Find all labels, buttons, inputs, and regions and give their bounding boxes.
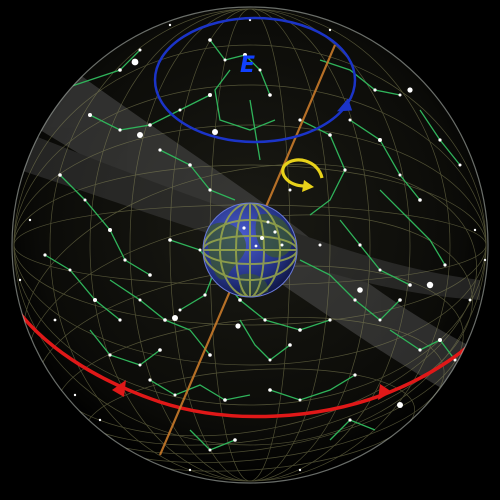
stars-foreground [242, 220, 284, 248]
curved-arrow-icon [281, 158, 324, 192]
ecliptic-arrowhead-icon [336, 98, 353, 112]
celestial-equator [12, 299, 488, 419]
earth-globe-icon [202, 202, 298, 298]
ecliptic-pole-label: E [240, 53, 255, 78]
equator-arrowhead-icon [112, 380, 126, 397]
equator-arrowhead-icon [378, 384, 392, 400]
ecliptic-pole-circle [153, 16, 357, 144]
sphere-rim [11, 6, 489, 484]
stars [18, 18, 487, 472]
